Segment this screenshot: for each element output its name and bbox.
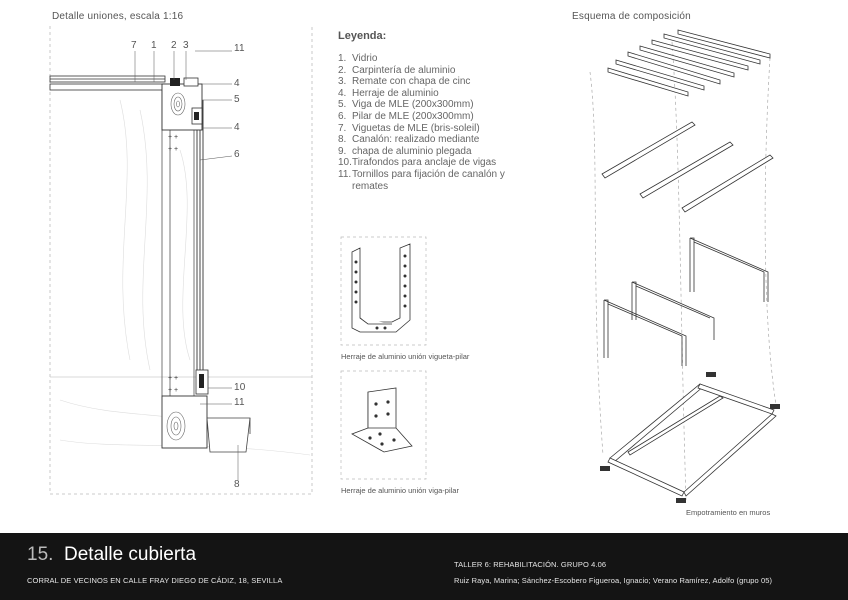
callout-3: 3 [183, 40, 189, 51]
scheme-title: Esquema de composición [572, 11, 691, 22]
legend-item: 8.Canalón: realizado mediante [338, 134, 480, 146]
legend-item: 6.Pilar de MLE (200x300mm) [338, 110, 474, 122]
legend-item: 9.chapa de aluminio plegada [338, 145, 472, 157]
legend-list: 1.Vidrio 2.Carpintería de aluminio 3.Rem… [338, 53, 538, 192]
svg-text:+ +: + + [168, 375, 178, 382]
callout-10: 10 [234, 382, 246, 393]
callout-8: 8 [234, 479, 240, 490]
callout-6: 6 [234, 149, 240, 160]
legend-item: 11.Tornillos para fijación de canalón y … [338, 168, 505, 192]
hardware-caption-2: Herraje de aluminio unión viga-pilar [341, 486, 459, 495]
legend-title: Leyenda: [338, 30, 387, 42]
footer-bar: 15. Detalle cubierta CORRAL DE VECINOS E… [0, 533, 848, 600]
legend-item: 10.Tirafondos para anclaje de vigas [338, 157, 497, 169]
svg-text:+ +: + + [168, 146, 178, 153]
legend-item: 3.Remate con chapa de cinc [338, 76, 471, 88]
project-subtitle: CORRAL DE VECINOS EN CALLE FRAY DIEGO DE… [27, 576, 283, 585]
svg-text:+ +: + + [168, 387, 178, 394]
legend-item: 7.Viguetas de MLE (bris-soleil) [338, 122, 480, 134]
detail-title: Detalle uniones, escala 1:16 [52, 11, 184, 22]
legend-item: 5.Viga de MLE (200x300mm) [338, 99, 474, 111]
legend-item: 2.Carpintería de aluminio [338, 64, 456, 76]
group-label: TALLER 6: REHABILITACIÓN. GRUPO 4.06 [454, 560, 607, 569]
scheme-note: Empotramiento en muros [686, 508, 771, 517]
sheet-title: Detalle cubierta [64, 544, 197, 565]
callout-11-top: 11 [234, 43, 245, 54]
callout-7: 7 [131, 40, 137, 51]
callout-5: 5 [234, 94, 240, 105]
legend-item: 1.Vidrio [338, 53, 378, 64]
callout-4-mid: 4 [234, 122, 240, 133]
svg-text:+ +: + + [168, 134, 178, 141]
authors-label: Ruiz Raya, Marina; Sánchez-Escobero Figu… [454, 576, 773, 585]
hardware-caption-1: Herraje de aluminio unión vigueta-pilar [341, 352, 470, 361]
callout-2: 2 [171, 40, 177, 51]
callout-1: 1 [151, 40, 157, 51]
legend-item: 4.Herraje de aluminio [338, 87, 439, 99]
callout-11-bottom: 11 [234, 397, 245, 408]
sheet-number: 15. [27, 544, 54, 565]
callout-4-top: 4 [234, 78, 240, 89]
